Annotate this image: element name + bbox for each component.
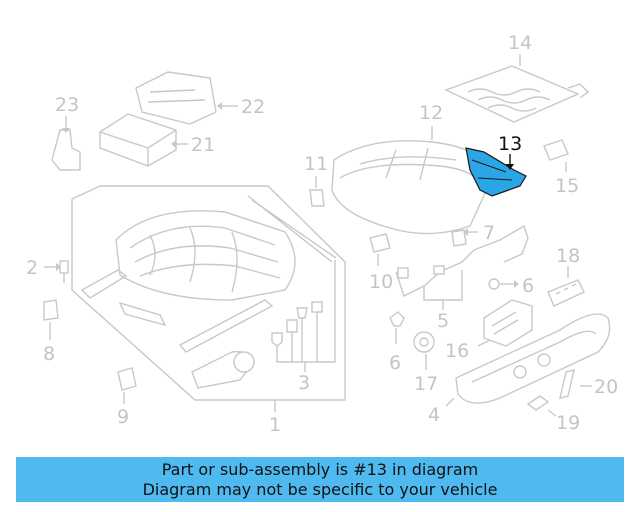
callout-6-right: 6 <box>522 275 534 297</box>
side-cover-part <box>445 313 611 407</box>
banner-line-2: Diagram may not be specific to your vehi… <box>142 480 498 499</box>
part-11 <box>309 176 325 207</box>
part-8 <box>43 299 59 340</box>
info-banner: Part or sub-assembly is #13 in diagram D… <box>16 457 624 502</box>
callout-2: 2 <box>26 257 38 279</box>
callout-17: 17 <box>414 373 438 395</box>
part-20 <box>559 369 592 399</box>
banner-line-1: Part or sub-assembly is #13 in diagram <box>161 460 479 479</box>
callout-15: 15 <box>555 175 579 197</box>
callout-19: 19 <box>556 412 580 434</box>
screw-part <box>44 260 69 283</box>
seat-cushion-part <box>331 126 493 235</box>
part-23 <box>51 116 81 171</box>
bolt-part-right <box>488 278 519 290</box>
part-21 <box>99 113 188 167</box>
callout-3: 3 <box>298 372 310 394</box>
part-7 <box>451 228 478 247</box>
callout-18: 18 <box>556 245 580 267</box>
frame-outline <box>71 185 346 401</box>
part-16 <box>477 299 533 347</box>
part-9 <box>117 367 137 404</box>
callout-1: 1 <box>269 414 281 436</box>
callout-4: 4 <box>428 404 440 426</box>
seat-frame-part <box>80 195 337 389</box>
callout-7: 7 <box>483 222 495 244</box>
callout-20: 20 <box>594 376 618 398</box>
callout-9: 9 <box>117 406 129 428</box>
harness-part <box>395 224 529 310</box>
part-10 <box>369 233 391 266</box>
bolt-part-left <box>389 311 405 344</box>
part-14 <box>444 54 590 123</box>
part-13-highlight <box>465 147 527 197</box>
part-19 <box>526 395 557 417</box>
part-22 <box>135 71 238 125</box>
clips-part <box>271 260 336 372</box>
callout-21: 21 <box>191 134 215 156</box>
callout-23: 23 <box>55 94 79 116</box>
part-17 <box>413 331 435 370</box>
parts-diagram: 1 2 3 4 5 6 6 7 8 9 10 11 12 13 14 15 16… <box>26 32 618 436</box>
callout-5: 5 <box>437 310 449 332</box>
callout-11: 11 <box>304 153 328 175</box>
callout-10: 10 <box>369 271 393 293</box>
callout-16: 16 <box>445 340 469 362</box>
callout-12: 12 <box>419 102 443 124</box>
callout-22: 22 <box>241 96 265 118</box>
part-15 <box>543 139 569 172</box>
callout-14: 14 <box>508 32 532 54</box>
callout-13: 13 <box>498 133 522 155</box>
callout-8: 8 <box>43 343 55 365</box>
callout-6-left: 6 <box>389 352 401 374</box>
part-18 <box>547 266 585 307</box>
